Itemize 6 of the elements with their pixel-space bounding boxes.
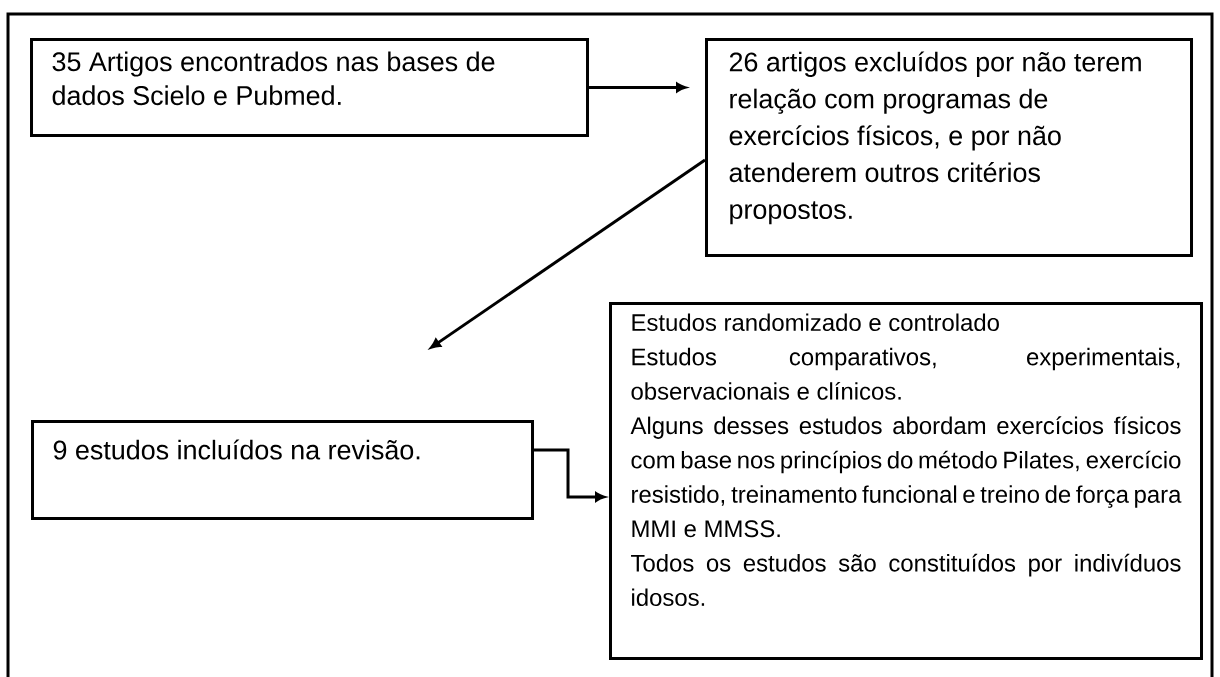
arrow [534, 448, 606, 502]
process-box: 35 Artigos encontrados nas bases de dados Scielo e Pubmed. [30, 38, 589, 137]
process-box: 9 estudos incluídos na revisão. [31, 420, 534, 520]
process-box: Estudos randomizado e controlado Estudos comparativos, experimentais, observacionais e clínicos. Alguns desses estudos abordam exercícios físicos com base nos princípios do método Pilates, exercício resistido, treinamento funcional e treino de força para MMI e MMSS. Todos os estudos são constituídos por indivíduos idosos. [609, 302, 1203, 660]
arrow [430, 158, 706, 349]
process-box: 26 artigos excluídos por não terem relação com programas de exercícios físicos, e por não atenderem outros critérios propostos. [705, 38, 1193, 257]
